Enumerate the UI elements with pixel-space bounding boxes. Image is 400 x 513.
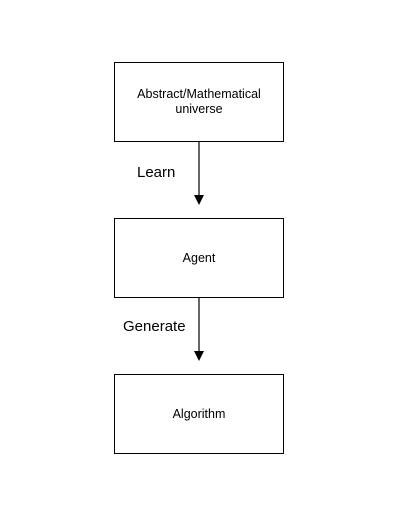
edge-label-learn: Learn: [137, 164, 176, 181]
node-algorithm: Algorithm: [114, 374, 284, 454]
node-label-universe: Abstract/Mathematical universe: [137, 87, 261, 116]
node-abstract-mathematical-universe: Abstract/Mathematical universe: [114, 62, 284, 142]
node-label-algorithm: Algorithm: [172, 406, 226, 421]
edge-label-generate: Generate: [123, 318, 186, 335]
node-label-agent: Agent: [182, 250, 216, 265]
node-agent: Agent: [114, 218, 284, 298]
